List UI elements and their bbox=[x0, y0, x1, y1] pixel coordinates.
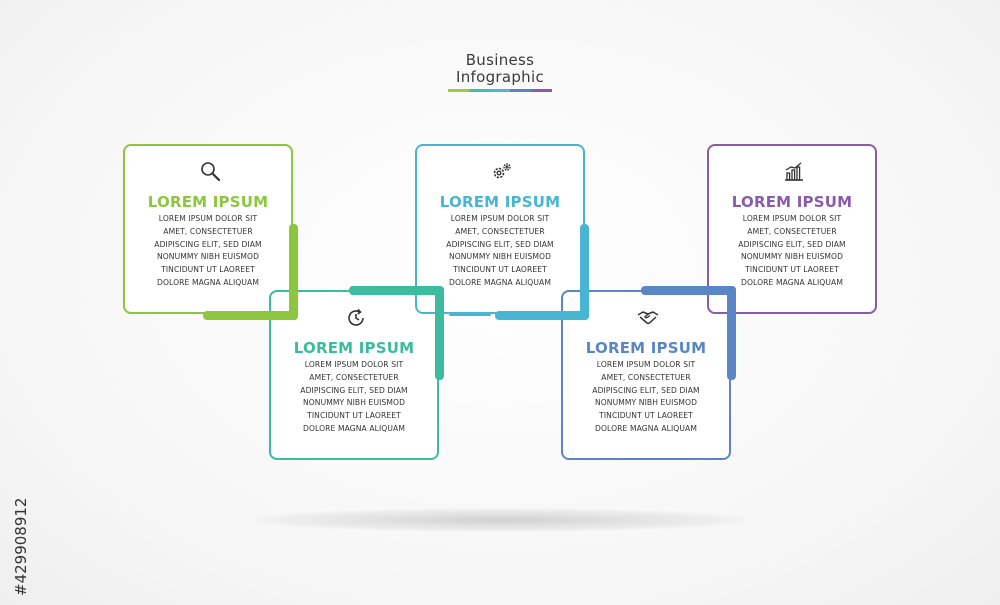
connector-horizontal-2 bbox=[349, 286, 444, 295]
connector-vertical-2 bbox=[435, 286, 444, 380]
step-text-line: NONUMMY NIBH EUISMOD bbox=[156, 252, 260, 262]
step-card-2: LOREM IPSUM LOREM IPSUM DOLOR SIT AMET, … bbox=[269, 290, 439, 460]
step-text-line: TINCIDUNT UT LAOREET bbox=[745, 265, 839, 275]
step-title: LOREM IPSUM bbox=[147, 193, 269, 211]
step-text-line: DOLORE MAGNA ALIQUAM bbox=[449, 277, 551, 287]
step-text-line: ADIPISCING ELIT, SED DIAM bbox=[446, 239, 554, 249]
link-line-2 bbox=[449, 314, 491, 316]
step-text-line: LOREM IPSUM DOLOR SIT bbox=[596, 360, 696, 369]
title-bar-segment bbox=[448, 89, 469, 92]
connector-vertical-4 bbox=[727, 286, 736, 380]
step-card-1: LOREM IPSUM LOREM IPSUM DOLOR SIT AMET, … bbox=[123, 144, 293, 314]
step-text-line: AMET, CONSECTETUER bbox=[747, 226, 837, 236]
step-description: LOREM IPSUM DOLOR SIT AMET, CONSECTETUER… bbox=[423, 213, 577, 290]
step-text-line: ADIPISCING ELIT, SED DIAM bbox=[154, 239, 262, 249]
step-text-line: AMET, CONSECTETUER bbox=[309, 372, 399, 382]
step-text-line: NONUMMY NIBH EUISMOD bbox=[594, 398, 698, 408]
step-text-line: AMET, CONSECTETUER bbox=[163, 226, 253, 236]
title-bar-segment bbox=[468, 89, 490, 92]
gears-icon bbox=[493, 163, 511, 179]
title-bar-segment bbox=[510, 89, 532, 92]
title-bar-segment bbox=[531, 89, 552, 92]
clock-refresh-icon bbox=[348, 308, 364, 326]
step-text-line: TINCIDUNT UT LAOREET bbox=[453, 265, 547, 275]
step-text-line: DOLORE MAGNA ALIQUAM bbox=[303, 423, 405, 433]
step-title: LOREM IPSUM bbox=[439, 193, 561, 211]
step-description: LOREM IPSUM DOLOR SIT AMET, CONSECTETUER… bbox=[715, 213, 869, 290]
step-text-line: NONUMMY NIBH EUISMOD bbox=[448, 252, 552, 262]
connector-horizontal-4 bbox=[641, 286, 736, 295]
bar-chart-icon bbox=[785, 162, 803, 181]
ground-shadow bbox=[250, 508, 750, 532]
step-text-line: LOREM IPSUM DOLOR SIT bbox=[304, 360, 404, 369]
connector-horizontal-3 bbox=[495, 311, 589, 320]
link-line-3 bbox=[596, 290, 638, 292]
step-text-line: TINCIDUNT UT LAOREET bbox=[161, 265, 255, 275]
step-text-line: LOREM IPSUM DOLOR SIT bbox=[742, 214, 842, 223]
step-title: LOREM IPSUM bbox=[731, 193, 853, 211]
title-line-1: Business bbox=[465, 51, 535, 69]
step-card-5: LOREM IPSUM LOREM IPSUM DOLOR SIT AMET, … bbox=[707, 144, 877, 314]
step-text-line: ADIPISCING ELIT, SED DIAM bbox=[300, 385, 408, 395]
step-title: LOREM IPSUM bbox=[293, 339, 415, 357]
infographic-title: Business Infographic bbox=[420, 52, 580, 92]
connector-horizontal-1 bbox=[203, 311, 298, 320]
step-text-line: TINCIDUNT UT LAOREET bbox=[599, 411, 693, 421]
step-title: LOREM IPSUM bbox=[585, 339, 707, 357]
step-text-line: NONUMMY NIBH EUISMOD bbox=[302, 398, 406, 408]
step-text-line: TINCIDUNT UT LAOREET bbox=[307, 411, 401, 421]
step-text-line: AMET, CONSECTETUER bbox=[601, 372, 691, 382]
step-text-line: AMET, CONSECTETUER bbox=[455, 226, 545, 236]
step-description: LOREM IPSUM DOLOR SIT AMET, CONSECTETUER… bbox=[277, 359, 431, 436]
stock-id-label: #429908912 bbox=[12, 497, 30, 596]
step-text-line: NONUMMY NIBH EUISMOD bbox=[740, 252, 844, 262]
link-line-1 bbox=[304, 290, 346, 292]
step-text-line: DOLORE MAGNA ALIQUAM bbox=[595, 423, 697, 433]
step-card-3: LOREM IPSUM LOREM IPSUM DOLOR SIT AMET, … bbox=[415, 144, 585, 314]
title-bar-segment bbox=[489, 89, 511, 92]
step-text-line: LOREM IPSUM DOLOR SIT bbox=[450, 214, 550, 223]
connector-vertical-3 bbox=[580, 224, 589, 320]
magnifier-icon bbox=[201, 162, 221, 182]
step-description: LOREM IPSUM DOLOR SIT AMET, CONSECTETUER… bbox=[569, 359, 723, 436]
step-text-line: DOLORE MAGNA ALIQUAM bbox=[157, 277, 259, 287]
step-description: LOREM IPSUM DOLOR SIT AMET, CONSECTETUER… bbox=[131, 213, 285, 290]
connector-vertical-1 bbox=[289, 224, 298, 320]
step-text-line: LOREM IPSUM DOLOR SIT bbox=[158, 214, 258, 223]
step-text-line: ADIPISCING ELIT, SED DIAM bbox=[592, 385, 700, 395]
step-text-line: ADIPISCING ELIT, SED DIAM bbox=[738, 239, 846, 249]
handshake-icon bbox=[637, 311, 659, 325]
step-text-line: DOLORE MAGNA ALIQUAM bbox=[741, 277, 843, 287]
title-gradient-bar bbox=[448, 89, 552, 92]
step-card-4: LOREM IPSUM LOREM IPSUM DOLOR SIT AMET, … bbox=[561, 290, 731, 460]
title-line-2: Infographic bbox=[455, 68, 544, 86]
